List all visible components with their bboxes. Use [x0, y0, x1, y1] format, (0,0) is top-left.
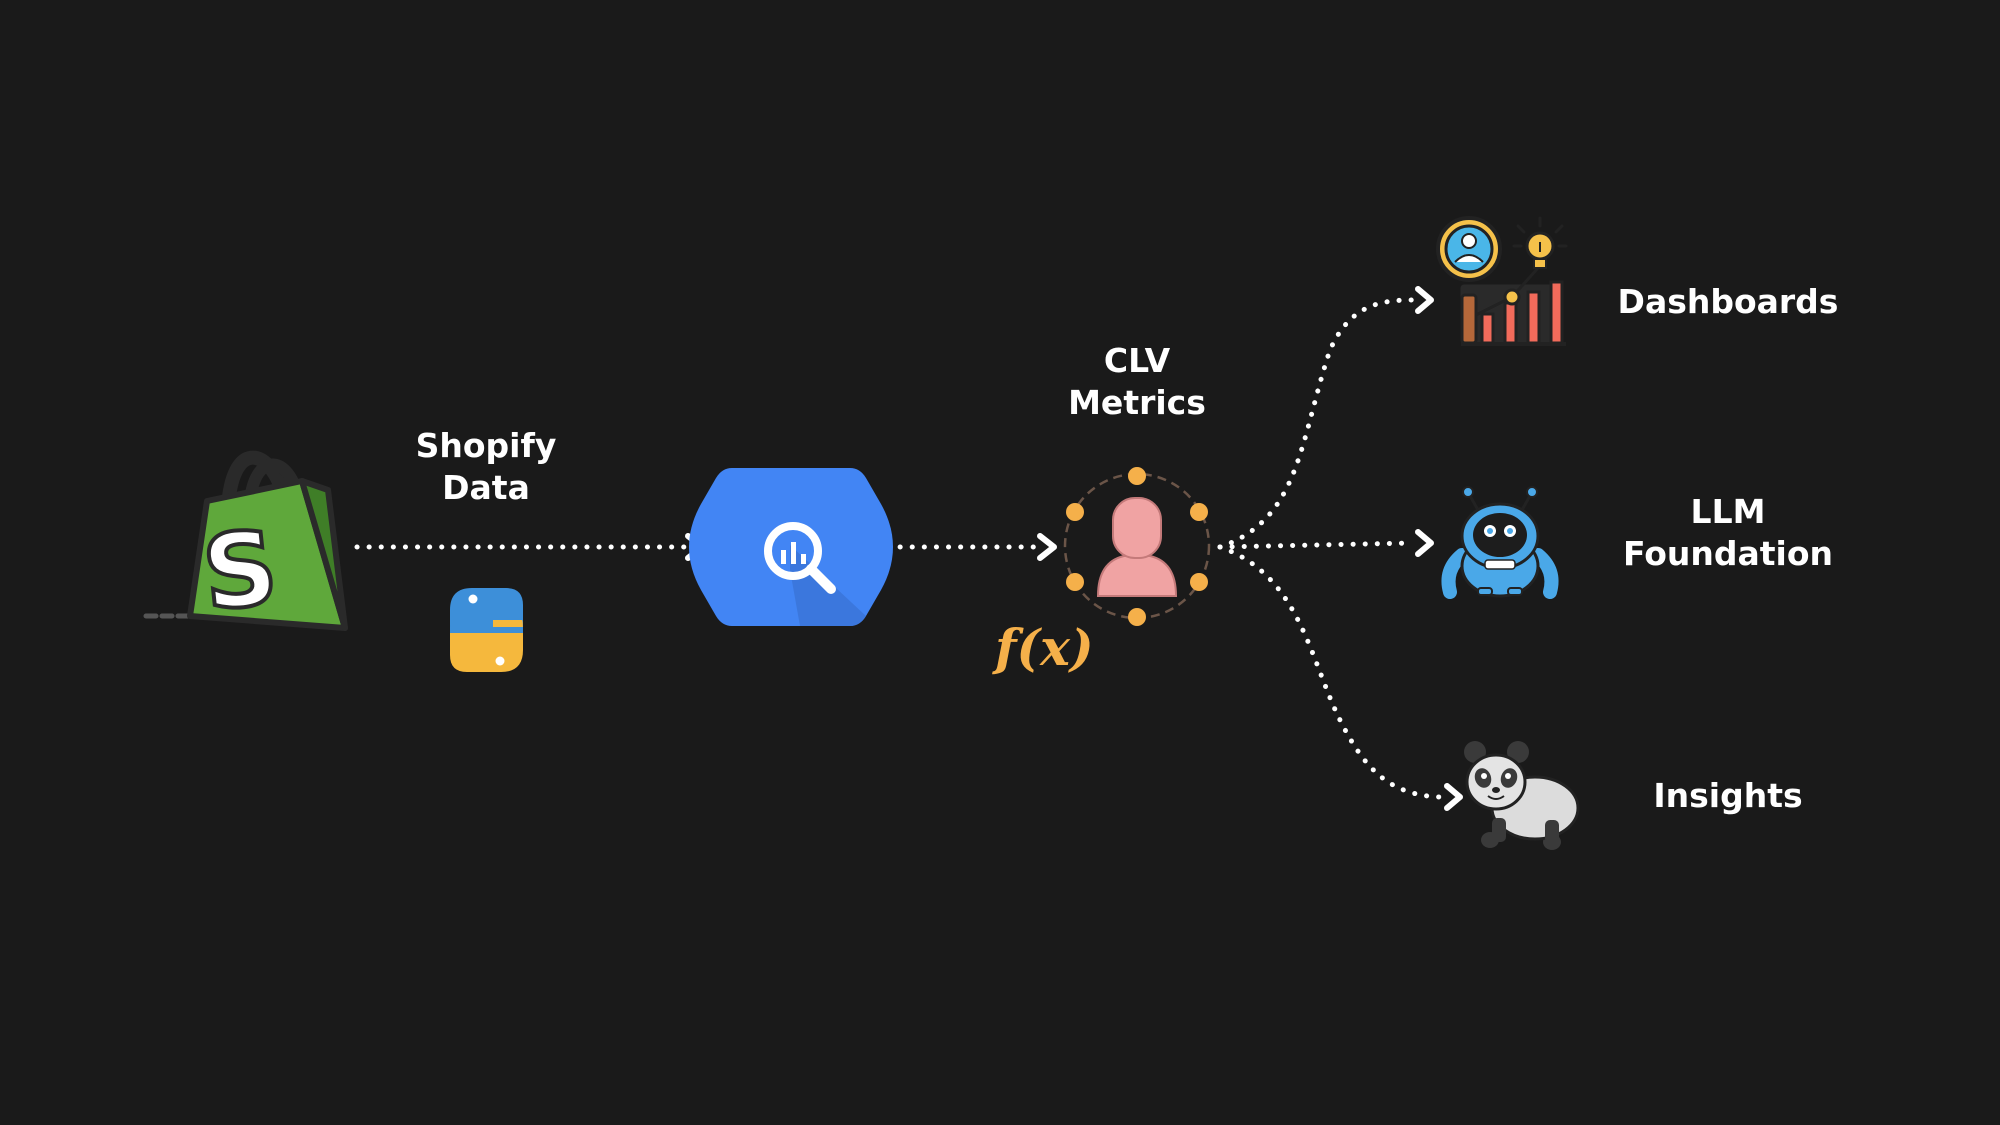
arrow-clv-to-llm	[1217, 540, 1416, 550]
label-insights: Insights	[1588, 775, 1868, 817]
label-llm-line2: Foundation	[1622, 534, 1833, 573]
function-fx-icon: f(x)	[992, 618, 1094, 677]
svg-text:S: S	[197, 508, 283, 634]
label-llm-line1: LLM	[1690, 492, 1766, 531]
python-logo-icon	[450, 588, 523, 672]
label-clv-metrics: CLV Metrics	[1037, 340, 1237, 424]
customer-person-icon	[1063, 467, 1211, 626]
label-dashboards: Dashboards	[1588, 281, 1868, 323]
connectors	[354, 297, 1443, 800]
arrowhead-clv	[1037, 533, 1057, 561]
robot-icon	[1441, 486, 1559, 599]
arrowhead-insights	[1444, 783, 1463, 811]
label-dashboards-text: Dashboards	[1617, 282, 1839, 321]
arrow-clv-to-insights	[1217, 544, 1443, 800]
label-shopify-line2: Data	[442, 468, 530, 507]
label-shopify-line1: Shopify	[415, 426, 557, 465]
label-shopify-data: Shopify Data	[386, 425, 586, 509]
label-insights-text: Insights	[1653, 776, 1803, 815]
shopify-bag-icon: S	[143, 450, 348, 637]
arrowhead-llm	[1415, 529, 1434, 557]
formula-glyph: f(x)	[992, 618, 1094, 677]
panda-icon	[1464, 741, 1580, 850]
arrowhead-dashboards	[1415, 286, 1434, 314]
label-clv-line1: CLV	[1103, 341, 1171, 380]
label-clv-line2: Metrics	[1068, 383, 1206, 422]
arrow-clv-to-dashboards	[1217, 297, 1416, 550]
analytics-dashboard-icon	[1436, 216, 1568, 346]
bigquery-hexagon-icon	[689, 468, 893, 626]
label-llm-foundation: LLM Foundation	[1588, 491, 1868, 575]
